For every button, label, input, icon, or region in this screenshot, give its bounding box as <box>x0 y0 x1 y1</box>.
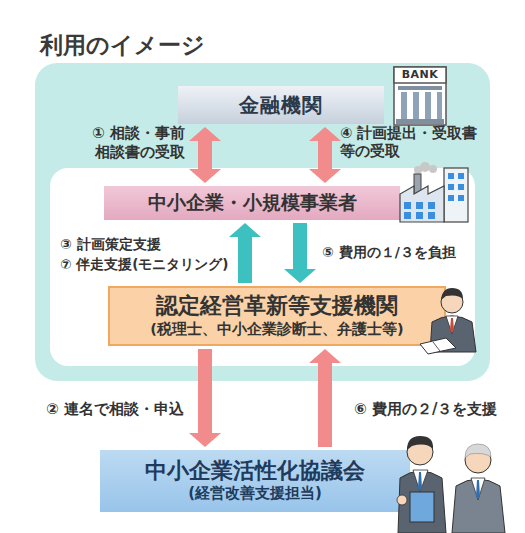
bank-icon <box>394 67 446 125</box>
bank-box: 金融機関 <box>178 86 384 124</box>
support-org-box: 認定経営革新等支援機関(税理士、中小企業診断士、弁護士等) <box>108 286 446 346</box>
staff-figure-part <box>413 470 428 492</box>
company-box: 中小企業・小規模事業者 <box>104 186 400 220</box>
staff-figure <box>452 444 505 533</box>
block-arrow <box>309 349 341 447</box>
arrow-label: ⑥ 費用の２/３を支援 <box>354 400 497 419</box>
staff-figure-part <box>452 479 505 533</box>
box-heading: 金融機関 <box>239 92 323 119</box>
block-arrow <box>284 223 316 283</box>
staff-figure-part <box>476 480 480 499</box>
factory-icon-part <box>428 202 435 209</box>
staff-figure-part <box>418 472 422 491</box>
staff-figure-part <box>465 447 491 473</box>
block-arrow <box>309 127 341 183</box>
factory-icon-part <box>448 184 454 190</box>
bank-icon-part <box>398 86 442 90</box>
arrow-label: ④ 計画提出・受取書 等の受取 <box>340 124 488 160</box>
box-heading: 中小企業活性化協議会 <box>145 458 365 484</box>
diagram-title: 利用のイメージ <box>40 30 205 61</box>
arrow-label: ⑦ 伴走支援(モニタリング) <box>60 256 228 273</box>
factory-icon-part <box>414 166 422 174</box>
factory-icon-part <box>458 184 464 190</box>
staff-figure-part <box>471 478 485 500</box>
arrow-label: ③ 計画策定支援 <box>60 236 161 254</box>
box-heading: 中小企業・小規模事業者 <box>148 190 357 216</box>
staff-figure-part <box>465 444 491 458</box>
factory-icon-part <box>416 202 423 209</box>
box-heading: 認定経営革新等支援機関 <box>156 293 398 319</box>
factory-icon-part <box>420 162 430 172</box>
factory-icon-part <box>414 174 421 194</box>
arrow-label: ⑤ 費用の１/３を負担 <box>322 244 456 262</box>
factory-icon-part <box>416 212 423 219</box>
factory-icon-part <box>404 202 411 209</box>
factory-icon-part <box>458 195 464 201</box>
staff-figure-part <box>407 439 433 465</box>
advisor-figure-part <box>446 316 458 334</box>
factory-icon-part <box>448 195 454 201</box>
staff-figure-part <box>407 436 433 450</box>
factory-icon-part <box>458 173 464 179</box>
advisor-figure-part <box>450 318 454 333</box>
bank-icon-part <box>425 92 431 119</box>
block-arrow <box>189 127 221 183</box>
bank-icon-part <box>437 92 442 119</box>
arrow-label: ① 相談・事前 相談書の受取 <box>55 124 185 162</box>
bank-sign: BANK <box>394 68 446 82</box>
block-arrow <box>229 223 261 283</box>
factory-icon-part <box>444 168 468 222</box>
factory-icon-part <box>428 212 435 219</box>
bank-icon-part <box>394 67 446 83</box>
block-arrow <box>189 349 221 447</box>
factory-icon-part <box>429 165 437 173</box>
bank-icon-part <box>394 67 446 125</box>
bank-icon-part <box>401 92 407 119</box>
box-subtext: (経営改善支援担当) <box>188 484 322 504</box>
council-box: 中小企業活性化協議会(経営改善支援担当) <box>100 450 410 512</box>
factory-icon-part <box>404 212 411 219</box>
bank-icon-part <box>413 92 419 119</box>
factory-icon <box>400 162 468 222</box>
bank-icon-part <box>396 119 444 124</box>
staff-figure-part <box>410 492 434 522</box>
box-subtext: (税理士、中小企業診断士、弁護士等) <box>150 320 403 339</box>
factory-icon-part <box>448 173 454 179</box>
factory-icon-part <box>400 186 444 222</box>
arrow-label: ② 連名で相談・申込 <box>46 400 184 419</box>
